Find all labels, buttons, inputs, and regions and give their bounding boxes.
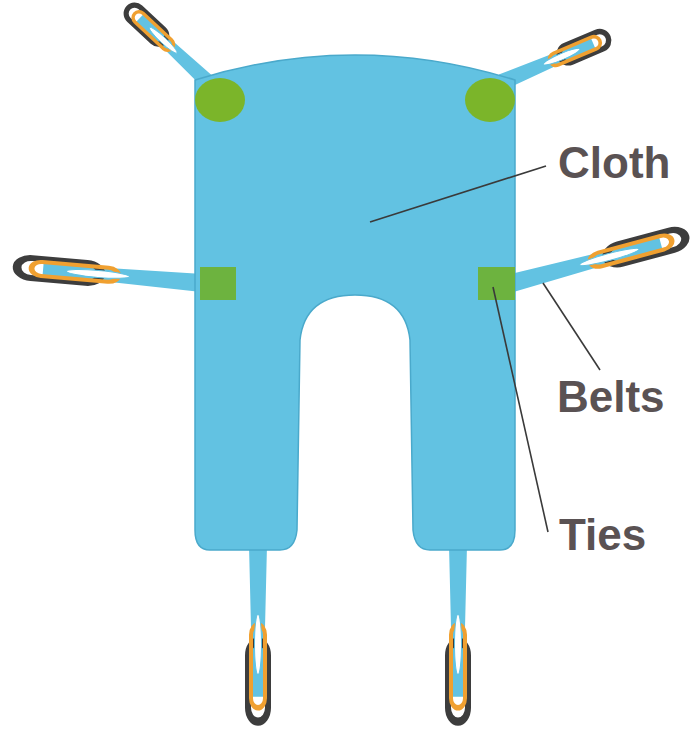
part-label: Cloth bbox=[558, 139, 670, 187]
part-label: Belts bbox=[557, 373, 665, 421]
part-label: Ties bbox=[559, 511, 646, 559]
tie-circle bbox=[465, 78, 515, 122]
tie-circle bbox=[195, 78, 245, 122]
belt bbox=[16, 2, 687, 722]
leader-lines bbox=[370, 166, 600, 532]
tie-square bbox=[478, 267, 515, 300]
tie-square bbox=[200, 267, 236, 300]
cloth bbox=[195, 55, 515, 550]
